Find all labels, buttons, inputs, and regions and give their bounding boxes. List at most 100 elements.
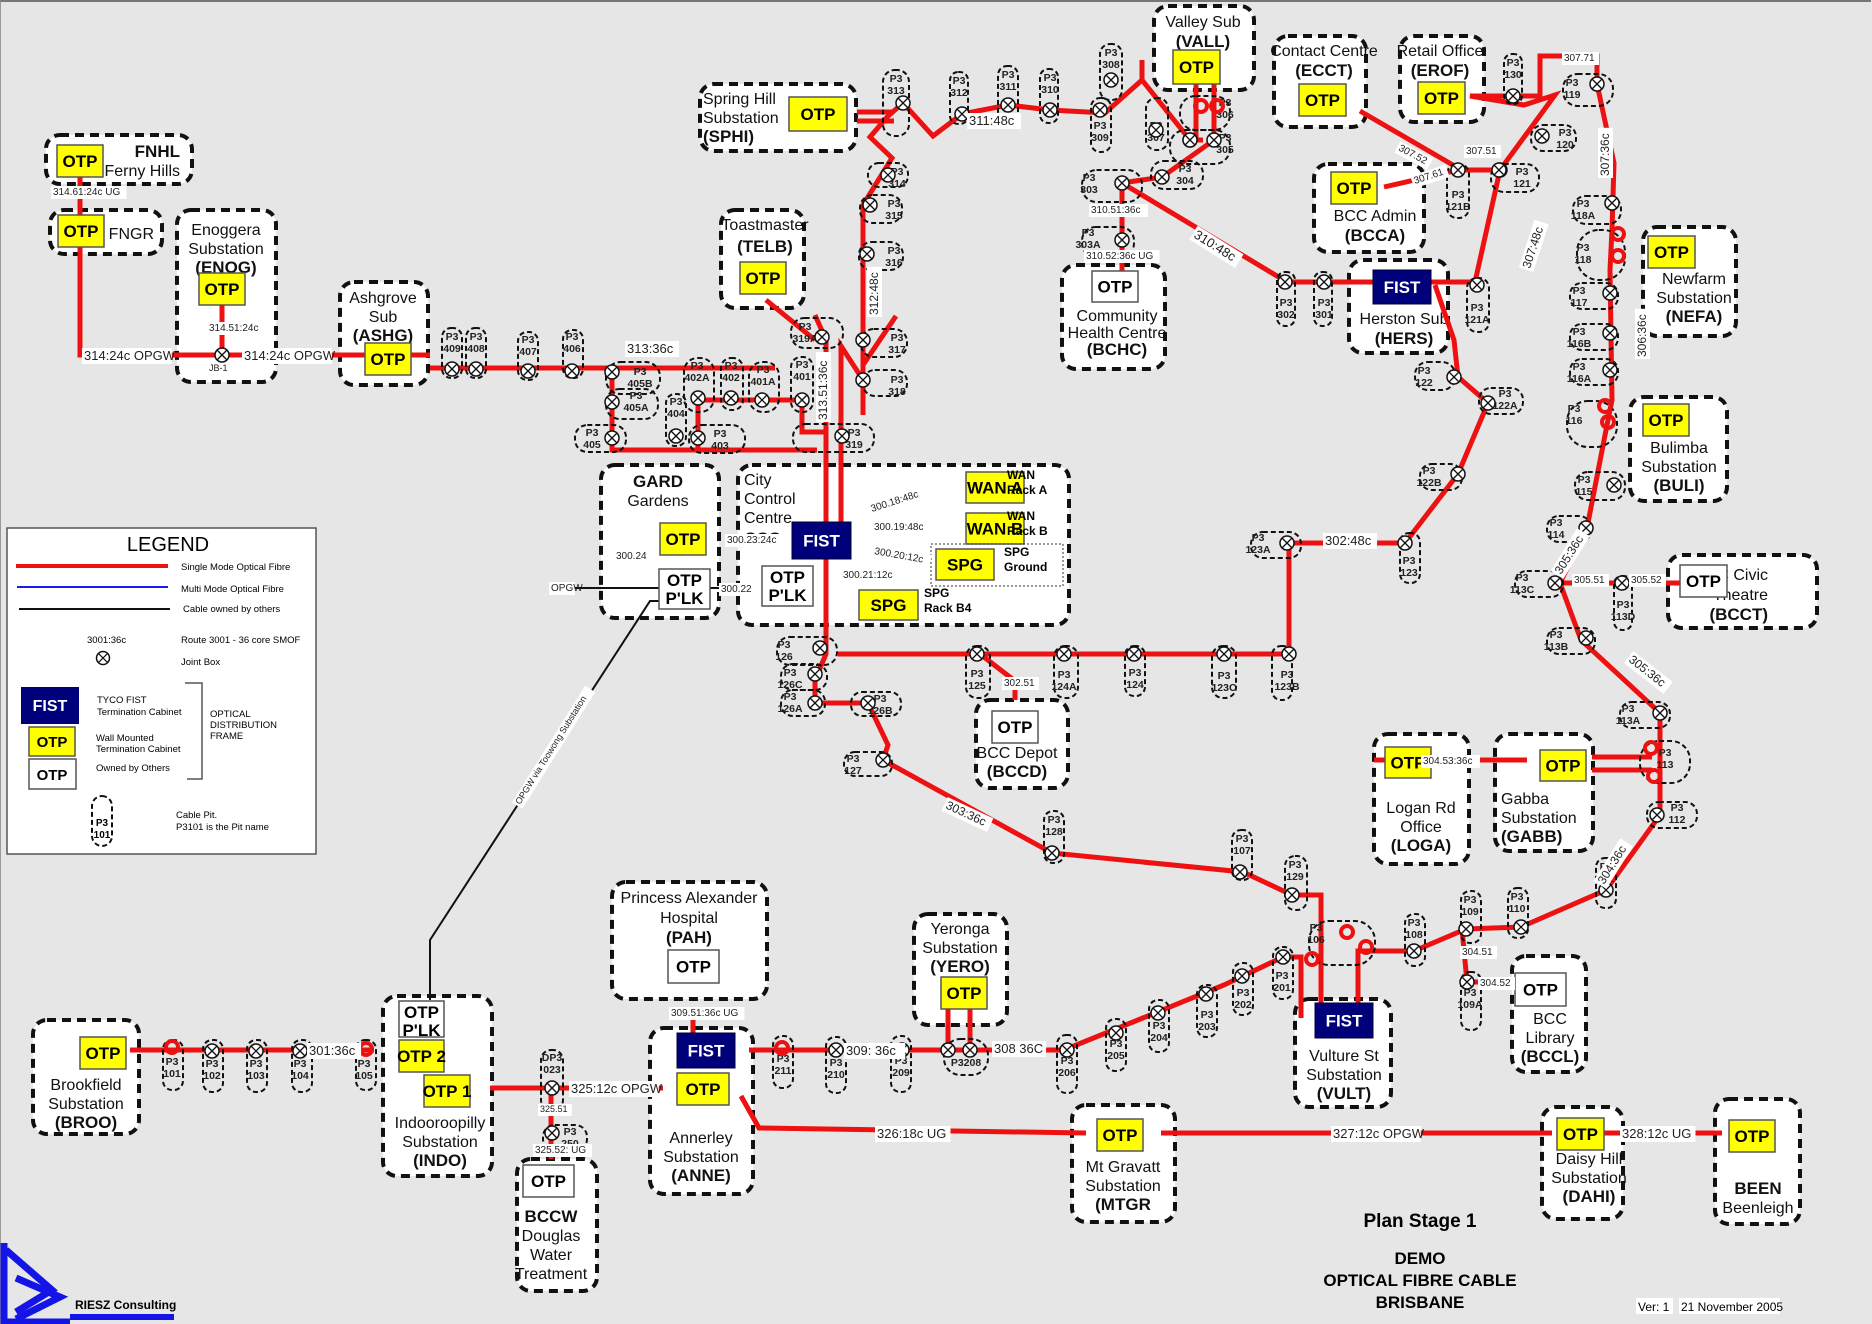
legend-otp-other-label: OTP <box>37 767 68 784</box>
equipment-label: FIST <box>803 532 840 551</box>
pit-label-prefix: P3 <box>1671 802 1684 814</box>
pit-outline <box>858 241 904 271</box>
joint-box-icon <box>544 1080 560 1096</box>
pit-outline <box>465 327 487 379</box>
route-text: 302:48c <box>1325 533 1372 548</box>
joint-box-icon <box>604 430 620 446</box>
equipment-label: OTP <box>1391 754 1426 773</box>
joint-box-icon <box>723 390 739 406</box>
title-line2: OPTICAL FIBRE CABLE <box>1323 1271 1516 1290</box>
pit-label: 124A <box>1051 681 1077 693</box>
joint-box-icon <box>1216 646 1232 662</box>
pit-label: 403 <box>711 440 729 452</box>
site-label: (TELB) <box>737 237 793 256</box>
pit-label: 211 <box>775 1065 792 1077</box>
pit-outline <box>776 636 838 666</box>
joint-box-icon <box>1277 274 1293 290</box>
pit-label: 124 <box>1126 679 1144 691</box>
otp-cabinet: OTP <box>1679 564 1728 598</box>
equipment-label: OTP <box>1179 58 1214 77</box>
equipment-label: OTP <box>1523 981 1558 1000</box>
pit-label: 312 <box>950 87 968 99</box>
pit-label-prefix: P3 <box>971 668 984 680</box>
joint-box-icon <box>1316 274 1332 290</box>
pit-label-prefix: P3 <box>1578 474 1591 486</box>
pit-label: 129 <box>1286 871 1304 883</box>
pit-label: 107 <box>1233 845 1251 857</box>
pit-label: 304 <box>1176 175 1194 187</box>
legend-odf-3: FRAME <box>210 731 243 742</box>
joint-box-icon <box>1114 232 1130 248</box>
pit-outline <box>859 194 903 224</box>
pit-label-prefix: P3 <box>564 1126 577 1138</box>
legend-otp-other-desc: Owned by Others <box>96 763 170 774</box>
route-label: 325:12c OPGW <box>569 1081 663 1097</box>
pit-outline <box>1196 984 1218 1038</box>
route-label: 314:24c OPGW <box>82 348 176 364</box>
route-label: 304.51 <box>1460 946 1497 959</box>
route-label: JB-1 <box>207 363 231 375</box>
cable-loop-icon <box>1304 951 1320 967</box>
pit-label: 308 <box>1102 59 1120 71</box>
joint-box-icon <box>604 364 620 380</box>
otp-cabinet: OTP <box>676 1072 730 1106</box>
pit-outline <box>843 751 893 777</box>
pit-outline <box>1478 387 1524 415</box>
date-bg <box>1679 1298 1780 1314</box>
route-text: OPGW via Toowong Substation <box>513 694 588 806</box>
pit-label-prefix: P3 <box>1423 465 1436 477</box>
route-text: 304.51 <box>1462 947 1493 958</box>
cable-loop-icon <box>164 1039 180 1055</box>
pit-label: 302 <box>1277 309 1295 321</box>
route-label: OPGW <box>549 582 583 595</box>
equipment-label: SPG <box>871 596 907 615</box>
joint-box-icon <box>859 246 875 262</box>
joint-box-icon <box>214 347 230 363</box>
pit-label: 115 <box>1576 486 1593 498</box>
equipment-label: OTP <box>1305 91 1340 110</box>
pit-outline <box>1150 160 1204 190</box>
pit-outline <box>1179 95 1231 131</box>
pit-label-prefix: P3 <box>1577 198 1590 210</box>
route-label: 310.51:36c <box>1089 204 1148 217</box>
pit-outline <box>1053 645 1079 699</box>
pit-label-prefix: P3 <box>1471 302 1484 314</box>
joint-box-icon <box>690 390 706 406</box>
pit-label: 205 <box>1107 1050 1125 1062</box>
site-label: (VALL) <box>1176 32 1230 51</box>
otp-cabinet: OTP <box>198 272 246 306</box>
pit-outline <box>1574 471 1626 501</box>
pit-label-prefix: P3 <box>830 1057 843 1069</box>
site-label: City <box>744 472 772 489</box>
pit-label-prefix: P3 <box>1201 1009 1214 1021</box>
otp-cabinet: OTP 2 <box>397 1039 446 1073</box>
pit-outline <box>246 1039 268 1093</box>
legend-otp-label: OTP <box>37 734 68 751</box>
route-text: 308 36C <box>994 1041 1043 1056</box>
pit-label: 112 <box>1669 814 1686 826</box>
site-label: Community <box>1077 308 1158 325</box>
equipment-label-line2: P'LK <box>402 1021 441 1040</box>
pit-label-prefix: P3 <box>1276 970 1289 982</box>
pit-label-prefix: P3 <box>634 366 647 378</box>
joint-box-icon <box>1000 97 1016 113</box>
site-label: (GABB) <box>1501 827 1562 846</box>
joint-box-icon <box>1450 162 1466 178</box>
pit-outline <box>1272 946 1294 1000</box>
route-text: 314.51:24c <box>209 323 259 334</box>
site-label: (LOGA) <box>1391 836 1451 855</box>
pit-outline <box>1514 570 1564 598</box>
site-label: (VULT) <box>1317 1084 1371 1103</box>
